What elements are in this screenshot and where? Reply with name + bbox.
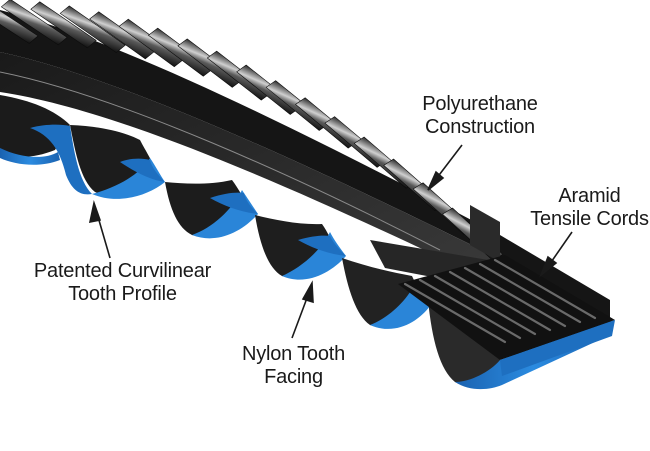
- tooth-facing: [30, 124, 92, 195]
- callout-aramid-tensile-cords: Aramid Tensile Cords: [527, 185, 650, 231]
- aramid-cord: [433, 274, 537, 336]
- belt-side-wall: [0, 52, 498, 285]
- arrowhead-aramid: [539, 255, 558, 278]
- cord-end-face: [500, 320, 615, 376]
- callout-polyurethane-construction: Polyurethane Construction: [395, 93, 565, 139]
- aramid-cord: [493, 258, 597, 320]
- callout-line: Patented Curvilinear: [33, 260, 212, 282]
- callout-line: Nylon Tooth: [241, 343, 346, 365]
- callout-line: Tooth Profile: [68, 283, 177, 305]
- arrowhead-tooth-profile: [88, 200, 102, 224]
- cord-platform: [398, 255, 615, 360]
- tooth: [428, 300, 500, 387]
- tooth-facing: [120, 158, 165, 182]
- aramid-cord: [448, 270, 552, 332]
- belt-ridges: [0, 0, 504, 261]
- aramid-cord: [403, 282, 507, 344]
- callout-arrows: [88, 144, 573, 339]
- belt-ridge: [0, 0, 68, 46]
- tooth-facing: [210, 192, 258, 214]
- tooth-facing: [0, 148, 60, 165]
- callout-line: Tensile Cords: [530, 208, 649, 230]
- belt-top-surface: [0, 10, 610, 318]
- belt-teeth: [0, 95, 612, 390]
- callout-line: Aramid: [558, 185, 621, 207]
- belt-ridge: [30, 1, 97, 49]
- aramid-cord: [463, 266, 567, 328]
- callout-tooth-profile: Patented Curvilinear Tooth Profile: [15, 260, 230, 306]
- belt-ridge: [59, 5, 126, 53]
- belt-side-line: [0, 71, 441, 251]
- tooth-facing: [298, 235, 346, 256]
- aramid-cord: [478, 262, 582, 324]
- callout-line: Construction: [425, 116, 535, 138]
- callout-nylon-tooth-facing: Nylon Tooth Facing: [226, 343, 361, 389]
- belt-ridge: [0, 0, 39, 44]
- callout-line: Facing: [264, 366, 323, 388]
- arrowhead-nylon: [301, 280, 314, 304]
- callout-line: Polyurethane: [422, 93, 538, 115]
- aramid-cords: [403, 258, 597, 344]
- aramid-cord: [418, 278, 522, 340]
- belt-step-block: [470, 205, 500, 262]
- arrowhead-polyurethane: [427, 170, 445, 191]
